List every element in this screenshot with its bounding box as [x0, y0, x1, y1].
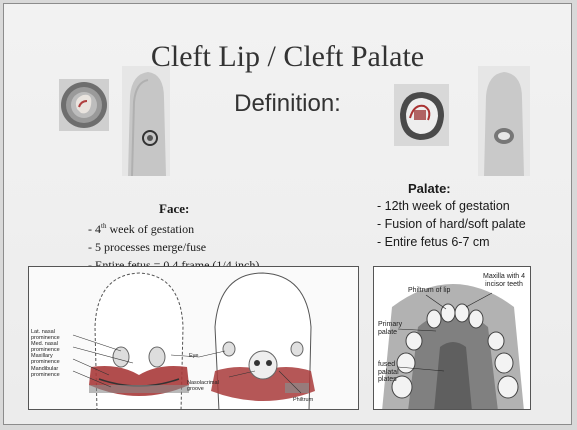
label-philtrum: Philtrum: [293, 397, 313, 403]
label-mandibular: Mandibular prominence: [31, 366, 71, 378]
slide: Cleft Lip / Cleft Palate Definition: Fac…: [3, 3, 572, 425]
label-maxillary: Maxillary prominence: [31, 353, 71, 365]
label-nasolacrimal: Nasolacrimal groove: [187, 380, 229, 392]
label-eye: Eye: [189, 353, 198, 359]
palate-heading: Palate:: [408, 181, 451, 196]
finger-image-right: [478, 66, 530, 176]
slide-subtitle: Definition:: [4, 90, 571, 118]
palate-item: - Entire fetus 6-7 cm: [377, 233, 526, 251]
face-development-diagram: Lat. nasal prominence Med. nasal promine…: [28, 266, 359, 410]
palate-item: - Fusion of hard/soft palate: [377, 215, 526, 233]
palate-diagram: Philtrum of lip Maxilla with 4 incisor t…: [373, 266, 531, 410]
label-philtrum-of-lip: Philtrum of lip: [408, 287, 450, 295]
label-maxilla: Maxilla with 4 incisor teeth: [478, 273, 530, 288]
label-primary-palate: Primary palate: [378, 321, 406, 336]
label-med-nasal: Med. nasal prominence: [31, 341, 71, 353]
slide-title: Cleft Lip / Cleft Palate: [4, 40, 571, 74]
label-lat-nasal: Lat. nasal prominence: [31, 329, 71, 341]
palate-list: - 12th week of gestation - Fusion of har…: [377, 197, 526, 251]
label-fused-palatal-plates: fused palatal plates: [378, 361, 404, 384]
face-item-processes: - 5 processes merge/fuse: [88, 238, 259, 256]
palate-item: - 12th week of gestation: [377, 197, 526, 215]
face-heading: Face:: [159, 201, 189, 217]
finger-image-left: [122, 66, 170, 176]
face-item-week: - 4th week of gestation: [88, 217, 259, 238]
